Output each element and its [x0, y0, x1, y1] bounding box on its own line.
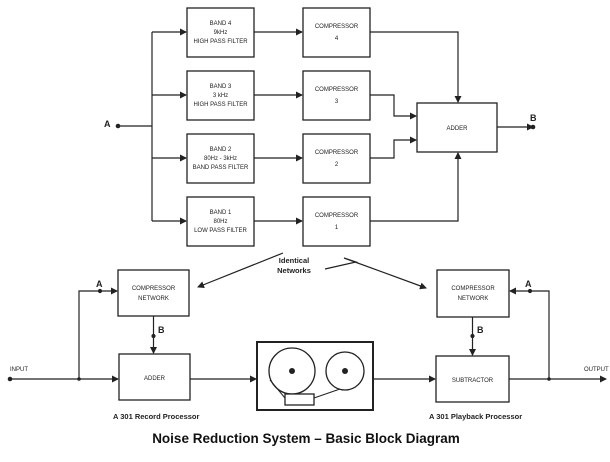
filter-band1-freq: 80Hz	[213, 219, 227, 225]
record-compressor-network: COMPRESSOR NETWORK	[117, 269, 190, 317]
compressor-4-label: COMPRESSOR	[315, 24, 359, 30]
compressor-1-number: 1	[335, 225, 339, 231]
record-tap-a	[78, 287, 118, 379]
identical-networks-note: Identical Networks	[277, 256, 311, 275]
compressor-1: COMPRESSOR 1	[302, 196, 371, 247]
compressor-2: COMPRESSOR 2	[302, 133, 371, 184]
tape-recorder-icon	[256, 341, 374, 411]
filter-band4: BAND 4 9kHz HIGH PASS FILTER	[186, 7, 255, 58]
record-network-line2: NETWORK	[138, 296, 169, 302]
filter-band4-freq: 9kHz	[214, 30, 228, 36]
filter-band1: BAND 1 80Hz LOW PASS FILTER	[186, 196, 255, 247]
record-caption: A 301 Record Processor	[113, 412, 200, 421]
filter-band1-type: LOW PASS FILTER	[194, 228, 247, 234]
record-adder: ADDER	[118, 353, 191, 401]
playback-a-node	[527, 288, 533, 294]
playback-b-label: B	[477, 325, 484, 335]
playback-caption: A 301 Playback Processor	[429, 412, 522, 421]
filter-band2-type: BAND PASS FILTER	[193, 165, 249, 171]
record-tap-junction	[77, 377, 81, 381]
filter-band1-name: BAND 1	[210, 210, 232, 216]
playback-compressor-network: COMPRESSOR NETWORK	[436, 269, 510, 318]
input-node	[7, 376, 13, 382]
identical-note-line1: Identical	[279, 256, 309, 265]
record-adder-label: ADDER	[144, 376, 166, 382]
filter-band2-freq: 80Hz - 3kHz	[204, 156, 237, 162]
input-a-label: A	[104, 119, 111, 129]
compressor-1-label: COMPRESSOR	[315, 213, 359, 219]
compressor-2-label: COMPRESSOR	[315, 150, 359, 156]
filter-band4-name: BAND 4	[210, 21, 232, 27]
filter-band3-freq: 3 kHz	[213, 93, 228, 99]
output-b-label: B	[530, 113, 537, 123]
playback-a-label: A	[525, 279, 532, 289]
playback-b-node	[470, 333, 475, 339]
adder-top-label: ADDER	[446, 126, 468, 132]
playback-tap-junction	[547, 377, 551, 381]
filter-band2: BAND 2 80Hz - 3kHz BAND PASS FILTER	[186, 133, 255, 184]
compressor-3: COMPRESSOR 3	[302, 70, 371, 121]
record-network-line1: COMPRESSOR	[132, 286, 176, 292]
filter-band2-name: BAND 2	[210, 147, 232, 153]
compressor-3-number: 3	[335, 99, 339, 105]
link-comp4-adder	[370, 31, 462, 103]
filter-band3-name: BAND 3	[210, 84, 232, 90]
playback-network-line1: COMPRESSOR	[451, 286, 495, 292]
compressor-2-number: 2	[335, 162, 339, 168]
playback-subtractor-label: SUBTRACTOR	[452, 378, 494, 384]
record-b-label: B	[158, 325, 165, 335]
record-b-node	[151, 333, 156, 339]
input-a-node	[115, 123, 121, 129]
playback-network-line2: NETWORK	[458, 296, 489, 302]
record-a-node	[97, 288, 103, 294]
compressor-4: COMPRESSOR 4	[302, 7, 371, 58]
identical-note-line2: Networks	[277, 266, 311, 275]
input-label: INPUT	[10, 367, 28, 373]
link-comp2-adder	[370, 136, 417, 159]
identical-arrow-right	[324, 257, 427, 290]
output-label: OUTPUT	[584, 367, 609, 373]
identical-arrow-left	[197, 252, 284, 289]
output-b-node	[530, 124, 536, 130]
link-comp1-adder	[370, 152, 462, 222]
record-a-label: A	[96, 279, 103, 289]
compressor-3-label: COMPRESSOR	[315, 87, 359, 93]
filter-band3-type: HIGH PASS FILTER	[193, 102, 248, 108]
filter-band3: BAND 3 3 kHz HIGH PASS FILTER	[186, 70, 255, 121]
adder-top: ADDER	[416, 102, 498, 153]
playback-subtractor: SUBTRACTOR	[435, 355, 510, 403]
playback-tap-a	[509, 287, 550, 379]
diagram-title: Noise Reduction System – Basic Block Dia…	[152, 431, 460, 446]
compressor-4-number: 4	[335, 36, 339, 42]
filter-band4-type: HIGH PASS FILTER	[193, 39, 248, 45]
link-comp3-adder	[370, 94, 417, 120]
